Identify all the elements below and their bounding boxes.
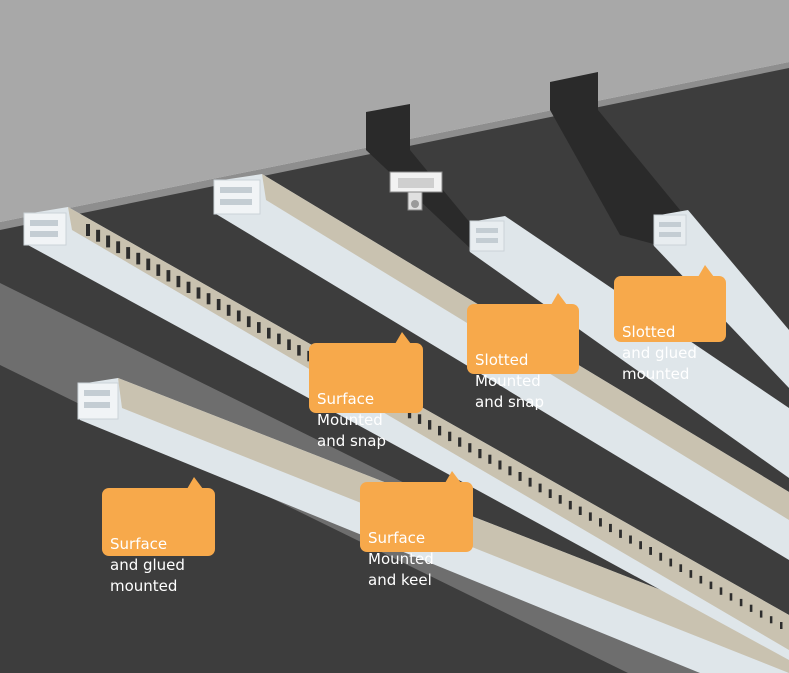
keel-notch xyxy=(558,495,562,504)
keel-notch xyxy=(769,616,773,624)
keel-notch xyxy=(478,449,482,459)
profile-end-cap xyxy=(469,220,505,252)
keel-notch xyxy=(729,593,733,601)
profile-end-cap xyxy=(77,382,119,420)
keel-notch xyxy=(136,252,141,265)
keel-notch xyxy=(679,564,683,572)
callout-label: Surface Mounted and keel xyxy=(368,529,434,589)
keel-notch xyxy=(267,327,271,339)
keel-notch xyxy=(206,293,211,305)
callout-pointer xyxy=(445,471,461,483)
keel-notch xyxy=(156,264,161,276)
keel-notch xyxy=(468,443,472,453)
keel-notch xyxy=(578,506,582,515)
keel-notch xyxy=(659,552,663,561)
profile-slotted-snap xyxy=(469,216,789,478)
keel-notch xyxy=(257,322,261,333)
keel-notch xyxy=(458,437,462,447)
keel-notch xyxy=(689,570,693,578)
callout-label: Slotted and glued mounted xyxy=(622,323,697,383)
callout-label: Slotted Mounted and snap xyxy=(475,351,545,411)
keel-notch xyxy=(619,529,622,538)
keel-notch xyxy=(116,241,121,254)
keel-notch xyxy=(649,547,652,555)
slot-channel-right xyxy=(550,72,680,250)
keel-notch xyxy=(639,541,642,550)
keel-notch xyxy=(568,500,572,510)
keel-notch xyxy=(438,425,442,436)
keel-notch xyxy=(176,275,181,288)
keel-notch xyxy=(86,224,90,236)
keel-notch xyxy=(226,304,231,316)
keel-notch xyxy=(186,281,191,293)
keel-notch xyxy=(780,622,783,629)
keel-notch xyxy=(498,460,502,470)
callout-slotted-snap: Slotted Mounted and snap xyxy=(467,293,579,411)
keel-notch xyxy=(196,287,201,299)
keel-notch xyxy=(508,466,512,476)
keel-notch xyxy=(146,258,151,271)
keel-notch xyxy=(126,247,131,259)
callout-pointer xyxy=(187,477,203,489)
callout-surface-snap: Surface Mounted and snap xyxy=(309,332,423,450)
keel-notch xyxy=(417,414,422,424)
keel-notch xyxy=(287,339,291,350)
callout-pointer xyxy=(551,293,567,305)
mounting-clip-icon xyxy=(389,171,443,211)
callout-label: Surface Mounted and snap xyxy=(317,390,387,450)
keel-notch xyxy=(719,587,723,595)
keel-notch xyxy=(699,575,703,584)
keel-notch xyxy=(548,489,552,498)
keel-notch xyxy=(166,270,171,282)
keel-notch xyxy=(599,518,602,527)
keel-notch xyxy=(297,345,301,356)
callout-label: Surface and glued mounted xyxy=(110,535,185,595)
callout-surface-glued: Surface and glued mounted xyxy=(102,477,215,595)
keel-notch xyxy=(629,535,632,544)
callout-slotted-glued: Slotted and glued mounted xyxy=(614,265,726,383)
keel-notch xyxy=(538,483,542,493)
keel-notch xyxy=(106,235,111,248)
keel-notch xyxy=(277,333,281,345)
keel-notch xyxy=(528,477,532,487)
keel-notch xyxy=(588,512,592,521)
keel-notch xyxy=(96,229,101,242)
keel-notch xyxy=(609,523,612,533)
keel-notch xyxy=(518,472,522,481)
keel-notch xyxy=(669,558,673,567)
callout-pointer xyxy=(698,265,714,277)
profile-end-cap xyxy=(213,179,261,215)
keel-notch xyxy=(428,420,432,430)
keel-notch xyxy=(407,408,412,419)
keel-notch xyxy=(709,581,713,590)
keel-notch xyxy=(246,316,251,328)
profile-end-cap xyxy=(23,212,67,246)
keel-notch xyxy=(216,299,221,311)
keel-notch xyxy=(739,598,743,607)
callout-pointer xyxy=(395,332,411,344)
keel-notch xyxy=(488,454,492,464)
keel-notch xyxy=(759,610,763,618)
keel-notch xyxy=(448,431,452,442)
keel-notch xyxy=(236,310,241,322)
keel-notch xyxy=(749,604,753,612)
profile-end-cap xyxy=(653,214,687,246)
callout-surface-keel: Surface Mounted and keel xyxy=(360,471,473,589)
